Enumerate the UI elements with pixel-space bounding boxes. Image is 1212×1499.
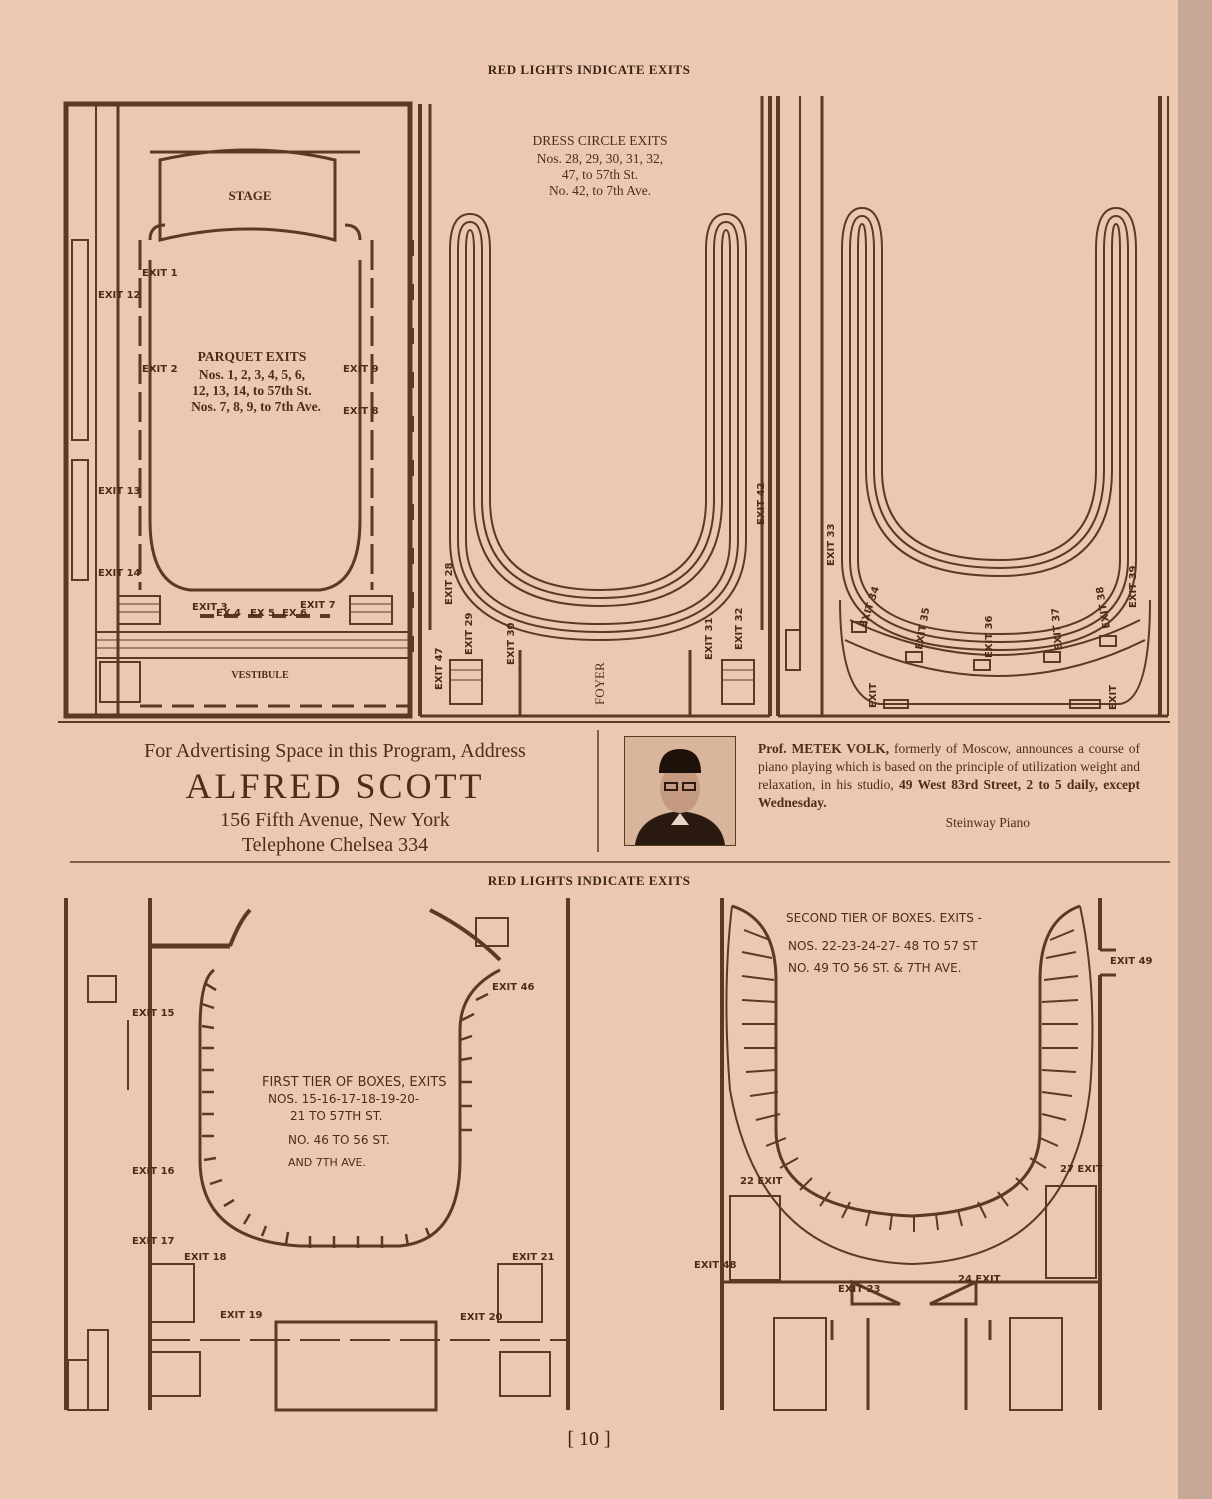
page-number: [ 10 ] — [567, 1428, 611, 1450]
exit-3-label: EXIT 3 — [192, 602, 228, 613]
exit-46-label: EXIT 46 — [492, 982, 535, 993]
dress-circle-plan: DRESS CIRCLE EXITS Nos. 28, 29, 30, 31, … — [418, 96, 772, 718]
first-tier-line5: AND 7TH AVE. — [288, 1156, 366, 1169]
ad-address: 156 Fifth Avenue, New York — [220, 809, 450, 831]
first-tier-line1: FIRST TIER OF BOXES, EXITS — [262, 1075, 447, 1090]
exit-23-label: EXIT 23 — [838, 1284, 881, 1295]
teacher-address: 49 West 83rd Street, 2 to 5 daily, excep… — [758, 777, 1140, 810]
exit-15-label: EXIT 15 — [132, 1008, 175, 1019]
exit-4-label: EX 4 — [216, 608, 241, 619]
exit-34-label: EXIT 34 — [858, 585, 882, 629]
exit-17-label: EXIT 17 — [132, 1236, 175, 1247]
dress-title: DRESS CIRCLE EXITS — [532, 133, 667, 148]
advertising-notice: For Advertising Space in this Program, A… — [80, 740, 590, 857]
exit-2-label: EXIT 2 — [142, 364, 178, 375]
exit-49-label: EXIT 49 — [1110, 956, 1153, 967]
exit-47-label: EXIT 47 — [434, 647, 445, 690]
exit-24-label: 24 EXIT — [958, 1274, 1001, 1285]
teacher-signature: Steinway Piano — [945, 815, 1030, 830]
parquet-line1: Nos. 1, 2, 3, 4, 5, 6, — [199, 367, 305, 382]
balcony-plan: EXIT 33 EXIT 34 EXIT 35 EXIT 36 EXIT 37 … — [776, 96, 1169, 718]
exit-21-label: EXIT 21 — [512, 1252, 555, 1263]
dress-line1: Nos. 28, 29, 30, 31, 32, — [537, 151, 663, 166]
header-top: RED LIGHTS INDICATE EXITS — [487, 62, 691, 77]
exit-48-label: EXIT 48 — [694, 1260, 737, 1271]
exit-8-label: EXIT 8 — [343, 406, 379, 417]
teacher-text: formerly of Moscow, announces a course o… — [758, 741, 1140, 792]
exit-31-label: EXIT 31 — [704, 617, 715, 660]
parquet-title: PARQUET EXITS — [198, 349, 307, 364]
exit-33-label: EXIT 33 — [826, 523, 837, 566]
exit-1-label: EXIT 1 — [142, 268, 178, 279]
foyer-label: FOYER — [592, 662, 607, 705]
exit-28-label: EXIT 28 — [444, 562, 455, 605]
exit-13-label: EXIT 13 — [98, 486, 141, 497]
exit-12-label: EXIT 12 — [98, 290, 141, 301]
vestibule-label: VESTIBULE — [231, 670, 289, 681]
header-middle: RED LIGHTS INDICATE EXITS — [487, 873, 691, 888]
exit-14-label: EXIT 14 — [98, 568, 141, 579]
first-tier-line4: NO. 46 TO 56 ST. — [288, 1133, 390, 1147]
page-edge — [1178, 0, 1212, 1499]
exit-bottom-left-label: EXIT — [868, 683, 879, 708]
exit-19-label: EXIT 19 — [220, 1310, 263, 1321]
exit-38-label: EXIT 38 — [1095, 586, 1113, 630]
exit-37-label: EXIT 37 — [1050, 607, 1065, 650]
second-tier-line2: NOS. 22-23-24-27- 48 TO 57 ST — [788, 939, 978, 953]
exit-29-label: EXIT 29 — [464, 612, 475, 655]
parquet-line2: 12, 13, 14, to 57th St. — [192, 383, 312, 398]
exit-16-label: EXIT 16 — [132, 1166, 175, 1177]
first-tier-line2: NOS. 15-16-17-18-19-20- — [268, 1092, 419, 1106]
exit-22-label: 22 EXIT — [740, 1176, 783, 1187]
first-tier-plan: FIRST TIER OF BOXES, EXITS NOS. 15-16-17… — [64, 898, 570, 1412]
ad-line1: For Advertising Space in this Program, A… — [144, 740, 526, 762]
teacher-name: Prof. METEK VOLK, — [758, 741, 890, 756]
parquet-line3: Nos. 7, 8, 9, to 7th Ave. — [191, 399, 321, 414]
ad-name: ALFRED SCOTT — [185, 766, 485, 806]
second-tier-line1: SECOND TIER OF BOXES. EXITS - — [786, 911, 982, 925]
dress-line2: 47, to 57th St. — [562, 167, 638, 182]
exit-36-label: EXIT 36 — [984, 615, 995, 658]
dress-line3: No. 42, to 7th Ave. — [549, 183, 651, 198]
exit-18-label: EXIT 18 — [184, 1252, 227, 1263]
program-page — [0, 0, 1178, 1499]
piano-teacher-notice: Prof. METEK VOLK, formerly of Moscow, an… — [758, 740, 1140, 832]
ad-phone: Telephone Chelsea 334 — [241, 834, 429, 856]
exit-5-label: EX 5 — [250, 608, 275, 619]
exit-42-label: EXIT 42 — [756, 482, 767, 525]
first-tier-line3: 21 TO 57TH ST. — [290, 1109, 382, 1123]
exit-39-label: EXIT 39 — [1128, 565, 1139, 608]
exit-20-label: EXIT 20 — [460, 1312, 503, 1323]
exit-27-label: 27 EXIT — [1060, 1164, 1103, 1175]
stage-label: STAGE — [228, 188, 271, 203]
exit-bottom-right-label: EXIT — [1108, 685, 1119, 710]
exit-7-label: EXIT 7 — [300, 600, 336, 611]
exit-30-label: EXIT 30 — [506, 622, 517, 665]
second-tier-plan: SECOND TIER OF BOXES. EXITS - NOS. 22-23… — [694, 898, 1153, 1411]
exit-6-label: EX 6 — [282, 608, 307, 619]
parquet-plan: STAGE VESTIBULE PARQUET EXITS Nos. 1, 2,… — [63, 101, 414, 719]
portrait-photo — [624, 736, 736, 846]
exit-32-label: EXIT 32 — [734, 607, 745, 650]
second-tier-line3: NO. 49 TO 56 ST. & 7TH AVE. — [788, 961, 962, 975]
exit-9-label: EXIT 9 — [343, 364, 379, 375]
